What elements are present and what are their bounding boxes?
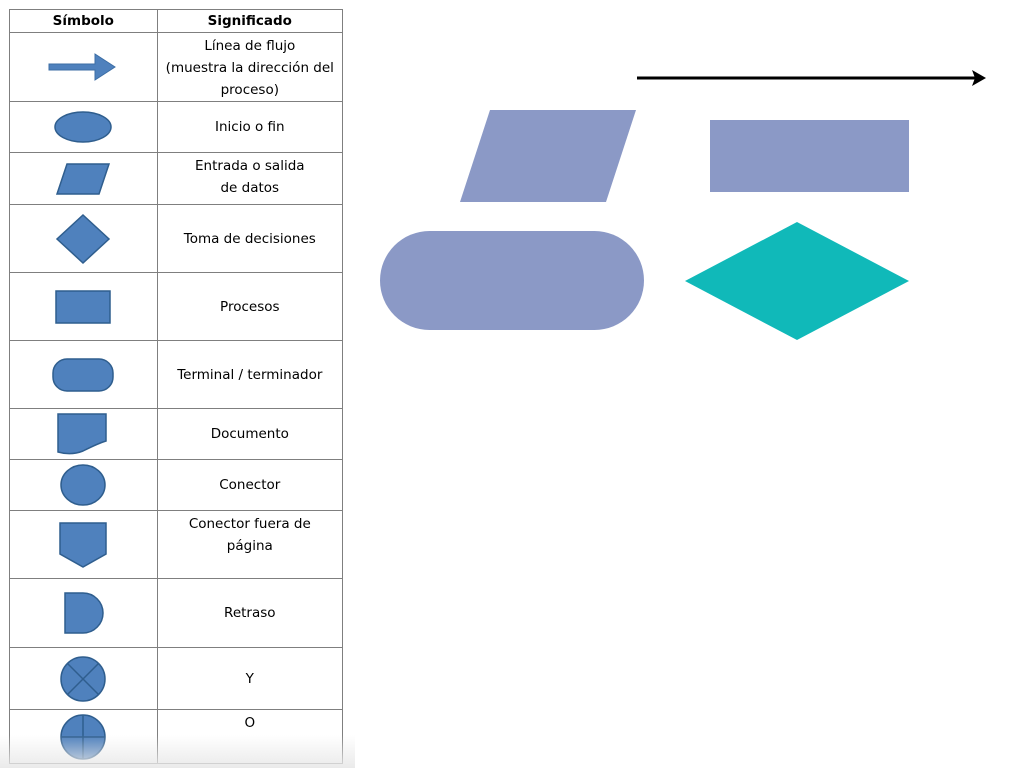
table-row: Conector fuera de página: [9, 510, 344, 579]
row-text-line: de datos: [220, 180, 280, 196]
table-row: Y: [9, 647, 344, 710]
rounded-rectangle-shape[interactable]: [380, 231, 644, 330]
row-text-line: O: [244, 715, 256, 731]
row-text-line: Y: [245, 670, 254, 687]
pentagon-icon: [59, 521, 108, 568]
table-row: O: [9, 709, 344, 764]
document-icon: [57, 413, 108, 455]
table-header-row: Símbolo Significado: [9, 9, 344, 33]
row-text-line: página: [226, 538, 273, 554]
symbols-table: Símbolo Significado Línea de flujo (mues…: [9, 9, 344, 764]
table-row: Conector: [9, 459, 344, 511]
row-text-line: Inicio o fin: [214, 119, 285, 135]
table-row: Procesos: [9, 272, 344, 341]
header-meaning: Significado: [156, 9, 344, 33]
row-text-line: (muestra la dirección del: [165, 60, 334, 76]
parallelogram-icon: [56, 162, 111, 195]
row-text-line: Terminal / terminador: [177, 366, 323, 383]
header-symbol: Símbolo: [9, 9, 158, 33]
parallelogram-shape[interactable]: [460, 110, 636, 202]
row-text-line: Toma de decisiones: [183, 230, 316, 247]
rounded-rectangle-icon: [52, 357, 115, 392]
row-text-line: proceso): [220, 82, 279, 98]
row-text-line: Línea de flujo: [204, 38, 296, 54]
circle-plus-icon: [60, 713, 107, 760]
row-text-line: Conector fuera de: [188, 516, 311, 532]
delay-icon: [64, 592, 104, 634]
table-row: Terminal / terminador: [9, 340, 344, 409]
table-row: Entrada o salida de datos: [9, 152, 344, 205]
table-row: Inicio o fin: [9, 101, 344, 153]
diamond-shape[interactable]: [685, 222, 909, 340]
table-row: Documento: [9, 408, 344, 460]
table-row: Toma de decisiones: [9, 204, 344, 273]
circle-x-icon: [60, 655, 107, 702]
row-text-line: Retraso: [224, 605, 276, 621]
table-row: Retraso: [9, 578, 344, 648]
row-text-line: Documento: [210, 426, 289, 442]
circle-icon: [60, 464, 107, 506]
diamond-icon: [56, 213, 111, 264]
rectangle-shape[interactable]: [710, 120, 909, 192]
row-text-line: Entrada o salida: [195, 158, 305, 174]
ellipse-icon: [54, 111, 113, 143]
flow-arrow-line[interactable]: [637, 70, 986, 86]
rectangle-icon: [55, 289, 112, 324]
row-text-line: Procesos: [220, 298, 280, 315]
row-text-line: Conector: [219, 477, 281, 493]
arrow-icon: [48, 53, 117, 81]
table-row: Línea de flujo (muestra la dirección del…: [9, 32, 344, 102]
